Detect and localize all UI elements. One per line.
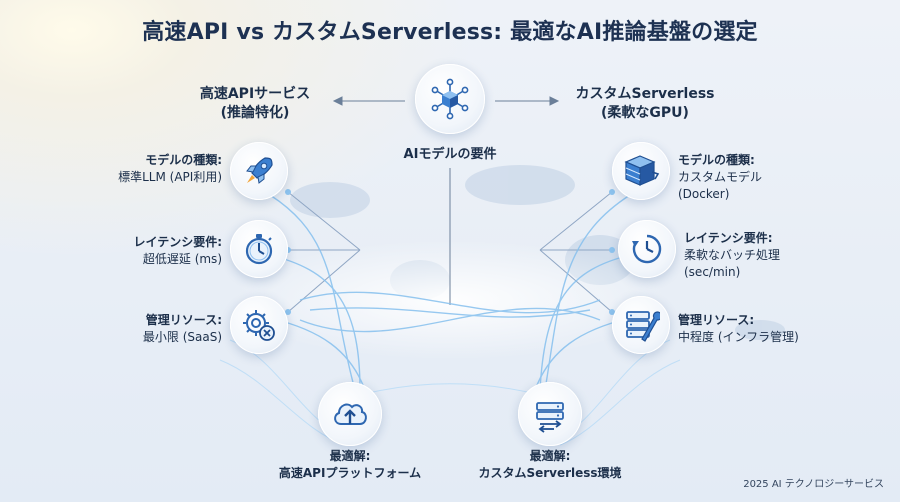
server-wrench-icon — [626, 311, 660, 342]
item-value: 超低遅延 (ms) — [142, 252, 222, 266]
item-title: レイテンシ要件: — [133, 235, 222, 249]
rocket-icon — [246, 157, 273, 184]
left-result-node — [318, 382, 382, 446]
item-title: モデルの種類: — [678, 153, 755, 167]
result-title: 最適解: — [529, 449, 571, 463]
right-item-management-node — [612, 296, 670, 354]
center-label: AIモデルの要件 — [403, 147, 497, 162]
right-heading: カスタムServerless (柔軟なGPU) — [555, 85, 735, 123]
item-title: レイテンシ要件: — [684, 231, 773, 245]
item-value-detail: (Docker) — [678, 187, 730, 201]
item-value: 最小限 (SaaS) — [142, 330, 222, 344]
right-result: 最適解: カスタムServerless環境 — [455, 448, 645, 482]
item-title: 管理リソース: — [678, 313, 755, 327]
item-value: 柔軟なバッチ処理 — [684, 248, 781, 262]
container-icon — [624, 155, 660, 186]
page-title: 高速API vs カスタムServerless: 最適なAI推論基盤の選定 — [142, 20, 758, 45]
left-heading-title: 高速APIサービス — [199, 86, 311, 102]
stopwatch-icon — [245, 234, 273, 265]
center-node — [415, 64, 485, 134]
cloud-upload-icon — [334, 403, 367, 425]
gear-icon — [243, 310, 275, 341]
item-value: 中程度 (インフラ管理) — [678, 330, 799, 344]
right-result-node — [518, 382, 582, 446]
item-value-detail: (sec/min) — [684, 265, 741, 279]
right-item-latency-node — [618, 220, 676, 278]
left-item-model-type-node — [230, 142, 288, 200]
left-result: 最適解: 高速APIプラットフォーム — [255, 448, 445, 482]
right-heading-subtitle: (柔軟なGPU) — [601, 105, 689, 121]
item-title: モデルの種類: — [145, 153, 222, 167]
right-item-management: 管理リソース: 中程度 (インフラ管理) — [678, 312, 828, 346]
server-transfer-icon — [536, 402, 564, 433]
right-heading-title: カスタムServerless — [575, 86, 715, 102]
left-item-latency-node — [230, 220, 288, 278]
left-heading: 高速APIサービス (推論特化) — [170, 85, 340, 123]
result-title: 最適解: — [329, 449, 371, 463]
item-value: カスタムモデル — [678, 170, 763, 184]
right-item-model-type: モデルの種類: カスタムモデル (Docker) — [678, 152, 818, 203]
item-value: 標準LLM (API利用) — [118, 170, 222, 184]
left-heading-subtitle: (推論特化) — [220, 105, 290, 121]
left-item-model-type: モデルの種類: 標準LLM (API利用) — [92, 152, 222, 186]
left-item-latency: レイテンシ要件: 超低遅延 (ms) — [92, 234, 222, 268]
left-item-management: 管理リソース: 最小限 (SaaS) — [92, 312, 222, 346]
result-value: 高速APIプラットフォーム — [278, 466, 422, 480]
cube-network-icon — [431, 78, 469, 120]
footer-credit: 2025 AI テクノロジーサービス — [743, 479, 884, 490]
clock-icon — [632, 234, 662, 264]
item-title: 管理リソース: — [145, 313, 222, 327]
result-value: カスタムServerless環境 — [478, 466, 622, 480]
right-item-model-type-node — [612, 142, 670, 200]
left-item-management-node — [230, 296, 288, 354]
right-item-latency: レイテンシ要件: 柔軟なバッチ処理 (sec/min) — [684, 230, 824, 281]
